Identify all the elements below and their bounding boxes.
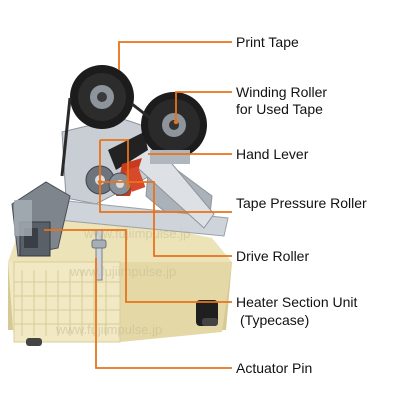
label-winding-roller-sub: for Used Tape [236,101,323,117]
label-print-tape: Print Tape [236,34,299,50]
watermark-text: www.fujiimpulse.jp [83,226,190,241]
watermark-text: www.fujiimpulse.jp [55,322,162,337]
leader-heater-section [44,229,232,303]
label-tape-pressure-roller: Tape Pressure Roller [236,195,367,211]
hand-lever-red-block [124,166,146,192]
label-heater-section-sub: (Typecase) [240,312,310,328]
leader-dot [97,179,103,185]
leader-print-tape [118,41,232,70]
watermark-text: www.fujiimpulse.jp [69,264,176,279]
leader-tape-pressure-roller-branch [100,139,129,190]
tape-path [60,97,151,177]
leader-dot [173,119,179,125]
label-hand-lever: Hand Lever [236,146,309,162]
print-tape-roll [70,65,134,129]
leader-actuator-pin [95,258,232,369]
winding-roller [141,92,207,164]
label-actuator-pin: Actuator Pin [236,360,313,376]
label-winding-roller: Winding Roller [236,84,328,100]
leader-drive-roller [100,181,232,257]
label-drive-roller: Drive Roller [236,248,310,264]
heater-section-unit [11,181,71,257]
leader-tape-pressure-roller [99,140,232,213]
leader-lines [44,41,232,369]
label-heater-section-unit: Heater Section Unit [236,294,358,310]
leader-winding-roller [175,91,232,122]
